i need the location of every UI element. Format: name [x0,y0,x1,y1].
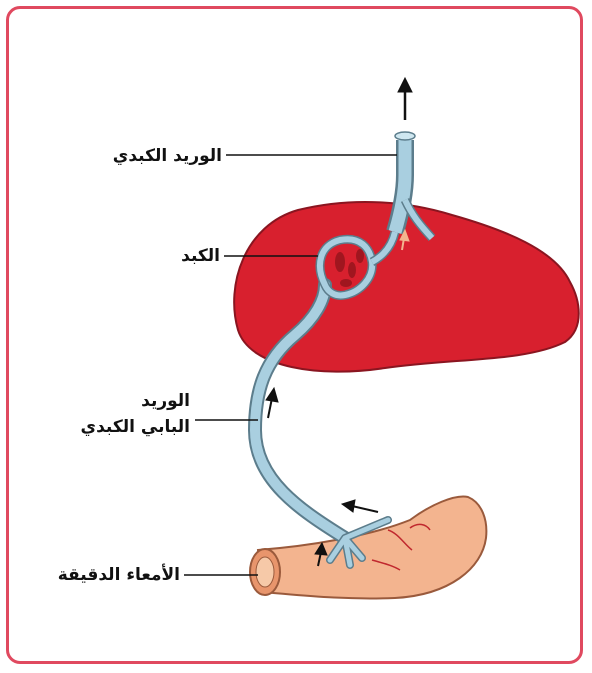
label-small-intestine: الأمعاء الدقيقة [20,562,180,588]
label-portal-vein-line1: الوريد [40,388,190,414]
label-hepatic-vein: الوريد الكبدي [52,143,222,169]
small-intestine [250,497,486,599]
label-portal-vein: الوريد البابي الكبدي [40,388,190,441]
label-portal-vein-line2: البابي الكبدي [40,414,190,440]
label-liver: الكبد [110,243,220,269]
